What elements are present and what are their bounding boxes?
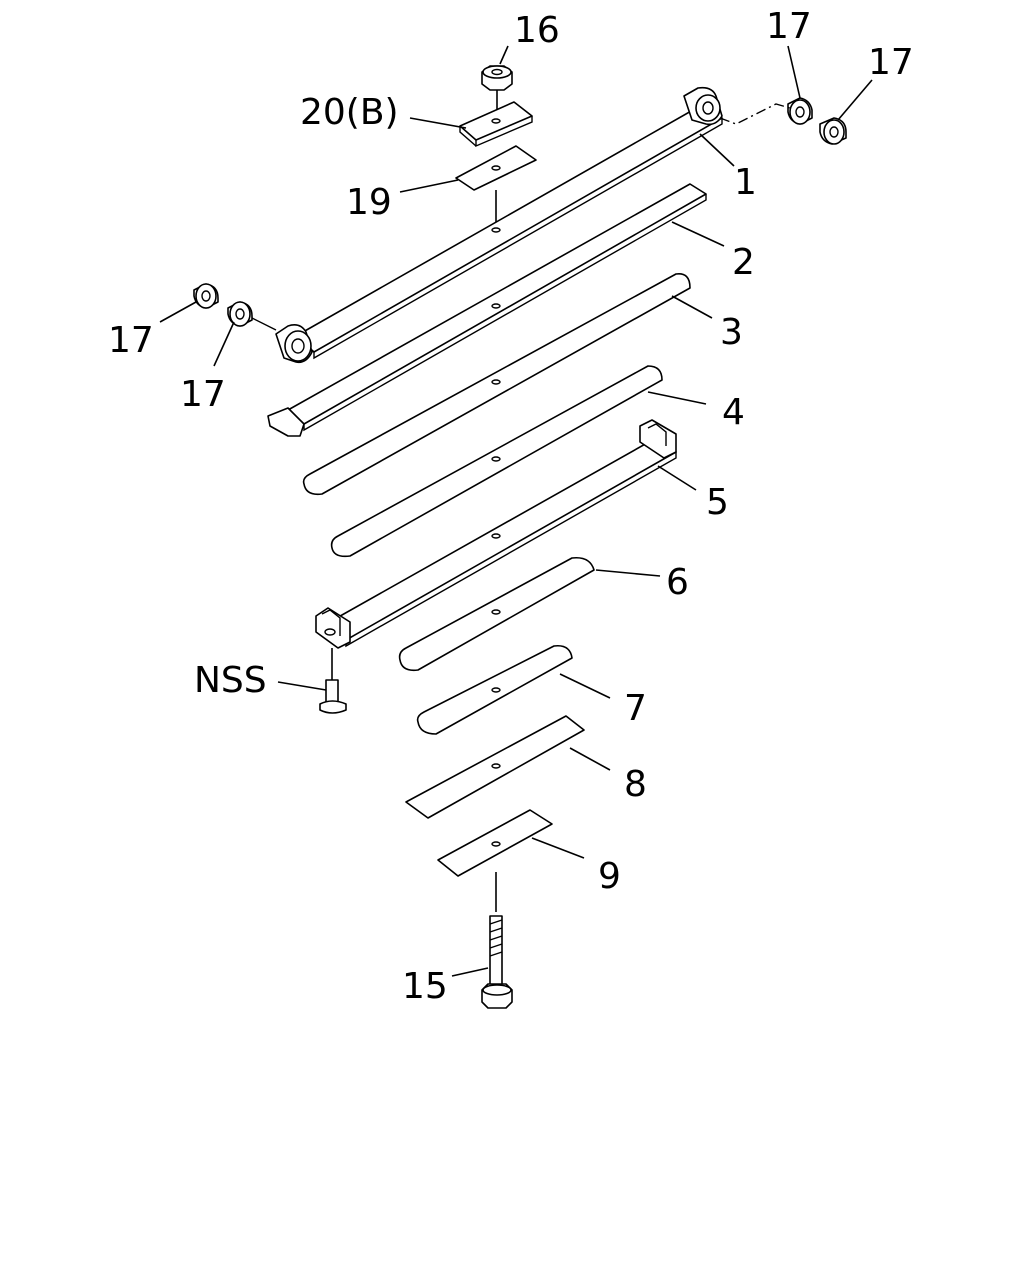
callout-1: 1 [734, 162, 757, 203]
callout-17-right-2: 17 [868, 42, 914, 83]
plate-20b [459, 101, 533, 148]
bushing-17-right-2 [819, 117, 847, 145]
callout-15: 15 [402, 966, 448, 1007]
leaf-6 [398, 556, 595, 672]
callout-5: 5 [706, 482, 729, 523]
bolt-nss [319, 648, 347, 714]
callout-4: 4 [722, 392, 745, 433]
axis-line-rear-eye [719, 103, 791, 125]
leaf-5 [315, 419, 677, 649]
leaf-1 [275, 86, 723, 364]
bushing-17-right-1 [787, 97, 813, 125]
plate-19 [455, 145, 537, 222]
callout-labels: 16 20(B) 19 17 17 1 2 3 4 5 6 7 8 9 17 1… [108, 6, 914, 1007]
callout-17-left-1: 17 [108, 320, 154, 361]
leader-lines [159, 45, 873, 977]
callout-nss: NSS [194, 660, 267, 701]
callout-9: 9 [598, 856, 621, 897]
callout-8: 8 [624, 764, 647, 805]
leaf-4 [330, 365, 663, 558]
bushing-17-left-1 [193, 283, 219, 309]
callout-17-left-2: 17 [180, 374, 226, 415]
leaf-8 [405, 715, 585, 819]
callout-3: 3 [720, 312, 743, 353]
bolt-15 [481, 915, 513, 1009]
callout-20b: 20(B) [300, 92, 399, 133]
axis-line-front-eye [251, 317, 277, 331]
leaf-2 [267, 183, 707, 437]
callout-2: 2 [732, 242, 755, 283]
callout-6: 6 [666, 562, 689, 603]
plate-9 [437, 809, 553, 912]
callout-16: 16 [514, 10, 560, 51]
callout-19: 19 [346, 182, 392, 223]
leaf-7 [416, 644, 573, 735]
callout-17-right-1: 17 [766, 6, 812, 47]
nut-16 [481, 65, 513, 116]
callout-7: 7 [624, 688, 647, 729]
bushing-17-left-2 [227, 301, 253, 327]
leaf-3 [302, 272, 691, 496]
